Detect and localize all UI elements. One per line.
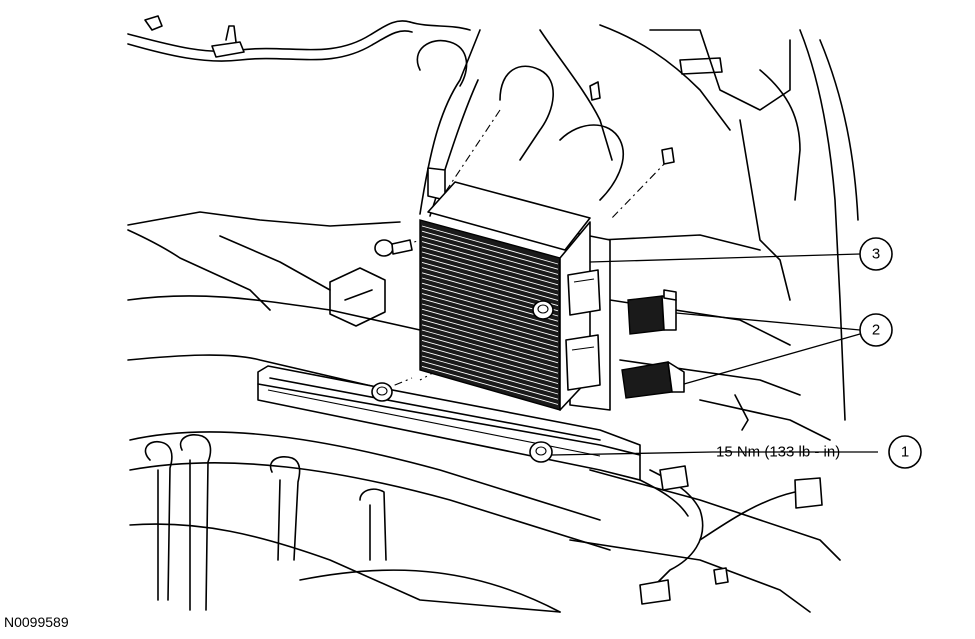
heat-sink-fin <box>421 345 559 385</box>
upper-wiring-harness <box>127 15 471 62</box>
heat-sink-fin <box>421 287 559 327</box>
mounting-rail <box>257 365 641 481</box>
electrical-connector-lower <box>621 361 685 399</box>
heat-sink-fin <box>421 350 559 390</box>
heat-sink-fin <box>421 256 559 296</box>
callout-3-number: 3 <box>872 246 880 263</box>
heat-sink-fin <box>421 308 559 348</box>
heat-sink-fin <box>421 230 559 270</box>
callout-3: 3 <box>859 237 893 271</box>
heat-sink-fin <box>421 241 559 281</box>
heat-sink-fin <box>421 235 559 275</box>
callout-leaders <box>551 253 878 456</box>
heat-sink-fin <box>421 365 559 405</box>
heat-sink-fin <box>421 324 559 364</box>
heat-sink-fin <box>421 339 559 379</box>
heat-sink-fin <box>421 267 559 307</box>
heat-sink-fin <box>421 261 559 301</box>
callout-1-number: 1 <box>901 444 909 461</box>
figure-id: N0099589 <box>4 614 69 630</box>
callout-2-number: 2 <box>872 322 880 339</box>
upper-hoses <box>416 39 625 201</box>
mounting-bolt-lower <box>529 441 553 463</box>
heat-sink-fin <box>421 298 559 338</box>
heat-sink-fin <box>421 246 559 286</box>
heat-sink-fin <box>421 355 559 395</box>
heat-sink-fin <box>421 293 559 333</box>
heat-sink-fins <box>421 225 559 405</box>
heat-sink-fin <box>421 329 559 369</box>
heat-sink-fin <box>421 303 559 343</box>
mounting-bolt-lower-left <box>371 382 393 402</box>
control-module <box>419 181 601 411</box>
heat-sink-fin <box>421 334 559 374</box>
heat-sink-fin <box>421 225 559 265</box>
upper-stud <box>661 147 675 165</box>
mounting-bolt-right <box>532 300 554 320</box>
heat-sink-fin <box>421 319 559 359</box>
torque-spec-label: 15 Nm (133 lb - in) <box>716 444 840 461</box>
vehicle-body-structure <box>127 24 859 613</box>
lower-hoses <box>144 434 387 611</box>
heat-sink-fin <box>421 360 559 400</box>
heat-sink-fin <box>421 313 559 353</box>
callout-1: 1 <box>888 435 922 469</box>
right-wiring-harness <box>639 465 823 605</box>
electrical-connector-upper <box>627 289 677 335</box>
mounting-bolt-upper-left <box>374 239 413 257</box>
heat-sink-fin <box>421 251 559 291</box>
callout-2: 2 <box>859 313 893 347</box>
